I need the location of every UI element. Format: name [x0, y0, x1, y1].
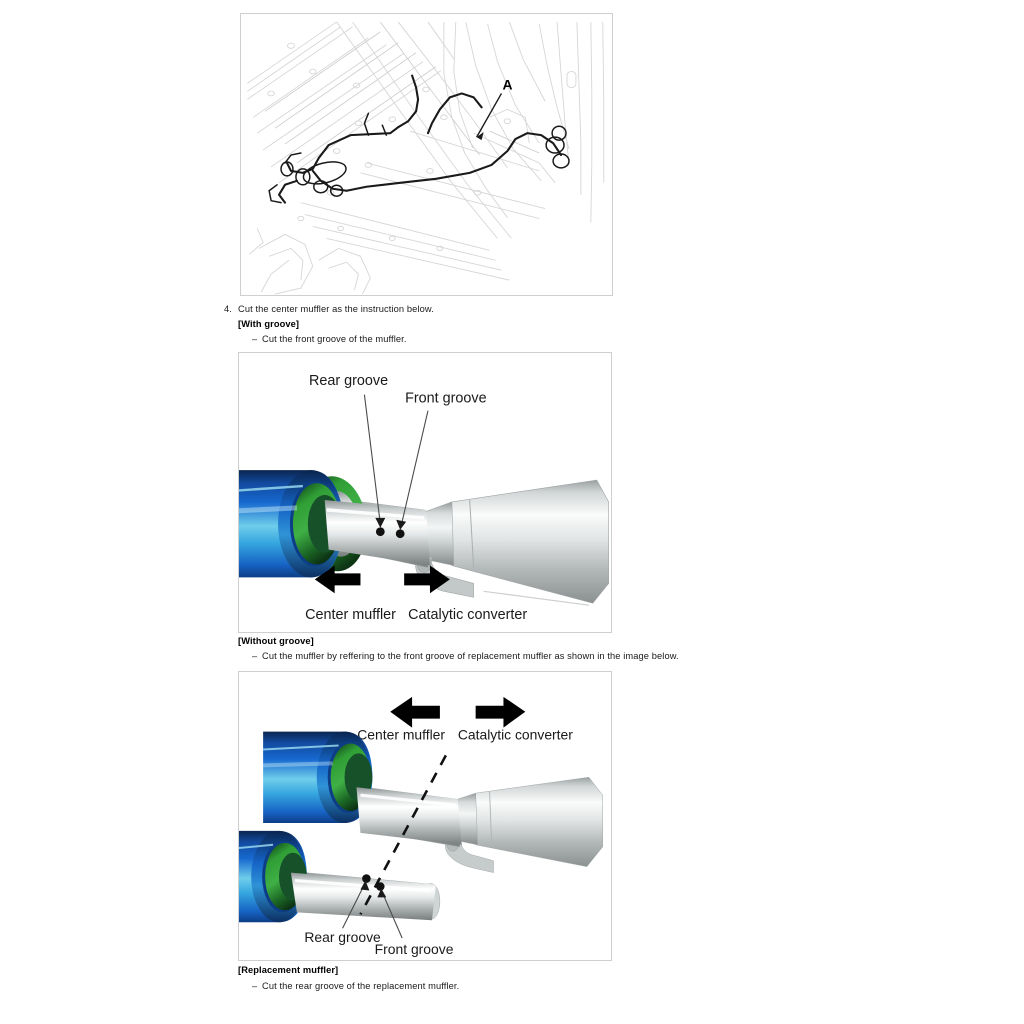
- label-center-muffler: Center muffler: [305, 607, 396, 623]
- label-front-groove: Front groove: [375, 941, 454, 957]
- front-groove-dot: [395, 529, 405, 539]
- figure-with-groove: Rear groove Front groove Center muffler …: [238, 352, 612, 633]
- label-catalytic-converter: Catalytic converter: [408, 607, 527, 623]
- figure-underbody: .ln { fill:none; stroke:#d6d6d6; stroke-…: [240, 13, 613, 296]
- callout-a: A: [476, 76, 513, 141]
- bullet-marker-with-groove: –: [252, 334, 258, 344]
- label-front-groove: Front groove: [405, 391, 487, 407]
- heading-replacement-muffler: [Replacement muffler]: [238, 965, 339, 975]
- bullet-with-groove: Cut the front groove of the muffler.: [262, 334, 407, 344]
- heading-without-groove: [Without groove]: [238, 636, 314, 646]
- bullet-replacement: Cut the rear groove of the replacement m…: [262, 981, 460, 991]
- fastener-marks: [267, 42, 512, 251]
- catalytic-converter-body: [451, 479, 609, 606]
- catalytic-converter-arrow: [404, 565, 450, 594]
- center-muffler-arrow: [314, 565, 361, 594]
- step-4-number: 4.: [224, 304, 232, 314]
- groove-leader-lines: [342, 880, 403, 939]
- figure-without-groove: Center muffler Catalytic converter: [238, 671, 612, 961]
- rear-groove-dot: [362, 874, 371, 883]
- exhaust-routing-line: [268, 74, 570, 204]
- rear-floor-lines: [465, 21, 605, 223]
- front-groove-dot: [376, 882, 385, 891]
- floor-panel-lines: [247, 21, 442, 184]
- lower-replacement-muffler: [239, 830, 441, 923]
- underbody-diagram: .ln { fill:none; stroke:#d6d6d6; stroke-…: [241, 14, 612, 295]
- catalytic-converter-arrow: [475, 696, 526, 728]
- wheel-well: [248, 228, 371, 295]
- label-catalytic-converter: Catalytic converter: [458, 727, 573, 743]
- bullet-marker-without-groove: –: [252, 651, 258, 661]
- groove-leader-lines: [363, 394, 429, 530]
- with-groove-diagram: Rear groove Front groove Center muffler …: [239, 353, 611, 632]
- cut-line: [359, 754, 447, 915]
- tunnel-structure: [336, 21, 512, 239]
- bullet-marker-replacement: –: [252, 981, 258, 991]
- step-4-text: Cut the center muffler as the instructio…: [238, 304, 434, 314]
- without-groove-diagram: Center muffler Catalytic converter: [239, 672, 611, 960]
- groove-markers: [375, 527, 405, 539]
- crossmember-lines: [300, 108, 556, 281]
- callout-a-label: A: [502, 76, 512, 92]
- label-rear-groove: Rear groove: [309, 373, 388, 389]
- upper-muffler-assembly: [263, 731, 604, 873]
- label-center-muffler: Center muffler: [357, 727, 445, 743]
- center-muffler-arrow: [390, 696, 440, 728]
- center-muffler-body: [239, 470, 344, 578]
- label-rear-groove: Rear groove: [304, 929, 381, 945]
- bullet-without-groove: Cut the muffler by reffering to the fron…: [262, 651, 679, 661]
- heading-with-groove: [With groove]: [238, 319, 300, 329]
- rear-groove-dot: [375, 527, 385, 537]
